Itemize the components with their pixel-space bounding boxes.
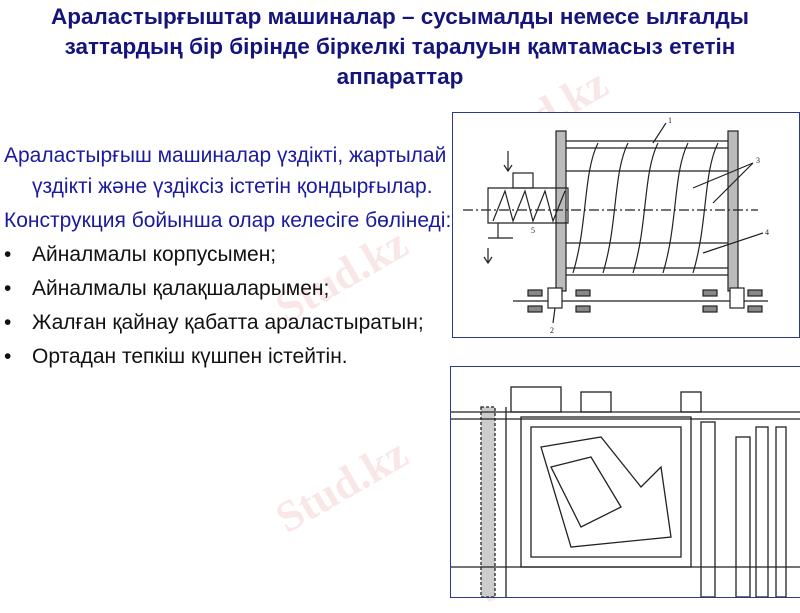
slide-body: Араластырғыш машиналар үздікті, жартылай… [4,140,454,375]
watermark: Stud.kz [267,428,416,543]
paragraph-machine-types: Араластырғыш машиналар үздікті, жартылай… [4,144,447,198]
paddle-mixer-drawing [451,386,800,598]
drum-mixer-diagram: 1 2 3 4 5 [452,112,800,338]
paragraph-construction: Конструкция бойынша олар келесіге бөліне… [4,209,452,232]
label-1: 1 [668,116,672,125]
drum-mixer-drawing: 1 2 3 4 5 [463,116,769,335]
label-2: 2 [550,326,554,335]
label-3: 3 [756,156,760,165]
bullet-list: Айналмалы корпусымен; Айналмалы қалақшал… [4,239,454,372]
label-4: 4 [765,228,769,237]
label-5: 5 [531,226,535,235]
bullet-item: Жалған қайнау қабатта араластыратын; [4,307,454,338]
bullet-item: Айналмалы корпусымен; [4,239,454,270]
bullet-item: Айналмалы қалақшаларымен; [4,273,454,304]
slide-title: Араластырғыштар машиналар – сусымалды не… [50,4,750,89]
paddle-mixer-diagram [450,366,800,598]
bullet-item: Ортадан тепкіш күшпен істейтін. [4,341,454,372]
